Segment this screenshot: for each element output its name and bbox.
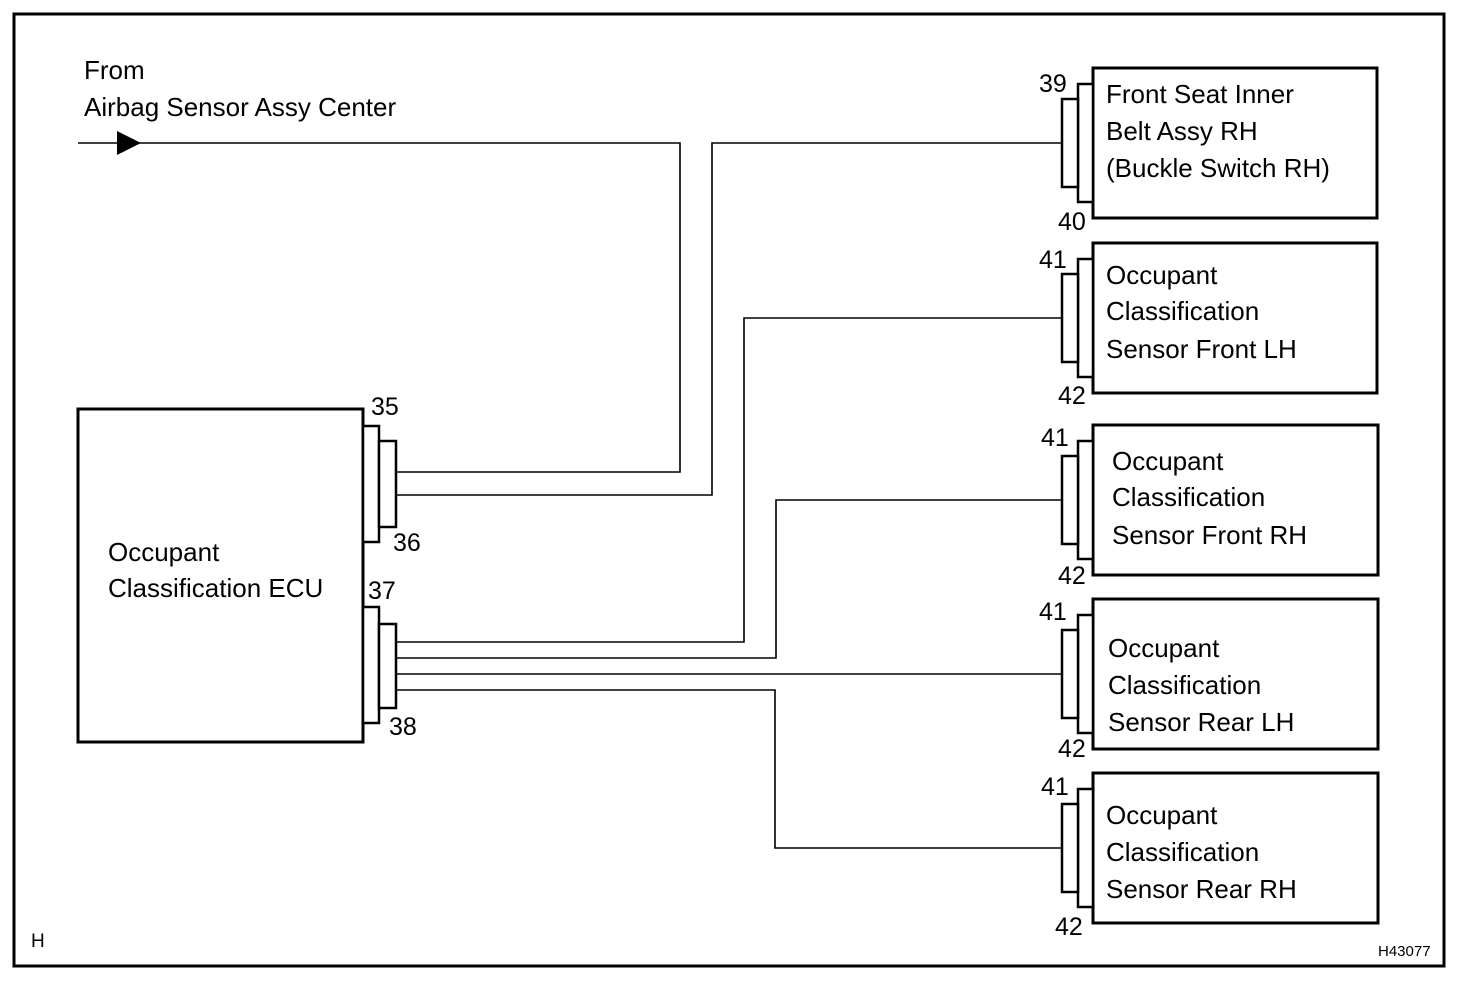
component-box	[1091, 597, 1380, 751]
component-label-line: (Buckle Switch RH)	[1106, 153, 1330, 183]
component-label-line: Occupant	[1106, 800, 1218, 830]
component-label-line: Occupant	[1108, 633, 1220, 663]
pin-label: 41	[1039, 246, 1067, 274]
component-label-line: Occupant	[1106, 260, 1218, 290]
component-box	[1091, 771, 1380, 925]
ecu-connector-lower	[361, 605, 398, 725]
source-label-line2: Airbag Sensor Assy Center	[84, 92, 396, 122]
pin-label: 42	[1058, 735, 1086, 763]
wire-ecu-36-to-buckle-switch	[396, 142, 1062, 496]
component-buckle-switch: Front Seat Inner Belt Assy RH (Buckle Sw…	[1039, 66, 1379, 236]
diagram-frame	[12, 12, 1446, 968]
pin-label: 42	[1058, 562, 1086, 590]
figure-code: H43077	[1378, 943, 1431, 960]
ecu-label-line2: Classification ECU	[108, 573, 323, 603]
pin-label: 42	[1058, 382, 1086, 410]
pin-label: 40	[1058, 208, 1086, 236]
component-label-line: Occupant	[1112, 446, 1224, 476]
wires	[122, 142, 1062, 849]
ecu-box	[76, 407, 365, 744]
component-label-line: Classification	[1112, 482, 1265, 512]
component-sensor-front-lh: Occupant Classification Sensor Front LH …	[1039, 241, 1379, 410]
component-label-line: Sensor Rear LH	[1108, 707, 1294, 737]
pin-label: 36	[393, 529, 421, 557]
component-label-line: Belt Assy RH	[1106, 116, 1258, 146]
component-sensor-front-rh: Occupant Classification Sensor Front RH …	[1041, 423, 1380, 590]
component-box	[1091, 241, 1379, 395]
source-label-line1: From	[84, 55, 145, 85]
corner-label: H	[31, 931, 45, 952]
wire-source-to-ecu-35	[122, 142, 681, 473]
pin-label: 41	[1041, 424, 1069, 452]
pin-label: 38	[389, 713, 417, 741]
pin-label: 37	[368, 577, 396, 605]
component-label-line: Sensor Rear RH	[1106, 874, 1297, 904]
pin-label: 39	[1039, 70, 1067, 98]
component-box	[1091, 66, 1379, 220]
component-label-line: Classification	[1106, 837, 1259, 867]
wire-to-sensor-rear-rh	[396, 689, 1062, 849]
pin-label: 42	[1055, 913, 1083, 941]
wire-to-sensor-front-lh	[396, 317, 1062, 643]
ecu-connector-upper	[361, 424, 398, 544]
pin-label: 35	[371, 393, 399, 421]
component-label-line: Classification	[1106, 296, 1259, 326]
component-sensor-rear-lh: Occupant Classification Sensor Rear LH 4…	[1039, 597, 1380, 763]
component-box	[1091, 423, 1380, 577]
component-label-line: Sensor Front LH	[1106, 334, 1297, 364]
component-sensor-rear-rh: Occupant Classification Sensor Rear RH 4…	[1041, 771, 1380, 941]
ecu-label-line1: Occupant	[108, 537, 220, 567]
component-label-line: Sensor Front RH	[1112, 520, 1307, 550]
component-label-line: Classification	[1108, 670, 1261, 700]
component-label-line: Front Seat Inner	[1106, 79, 1294, 109]
wire-to-sensor-front-rh	[396, 499, 1062, 659]
pin-label: 41	[1041, 773, 1069, 801]
pin-label: 41	[1039, 598, 1067, 626]
